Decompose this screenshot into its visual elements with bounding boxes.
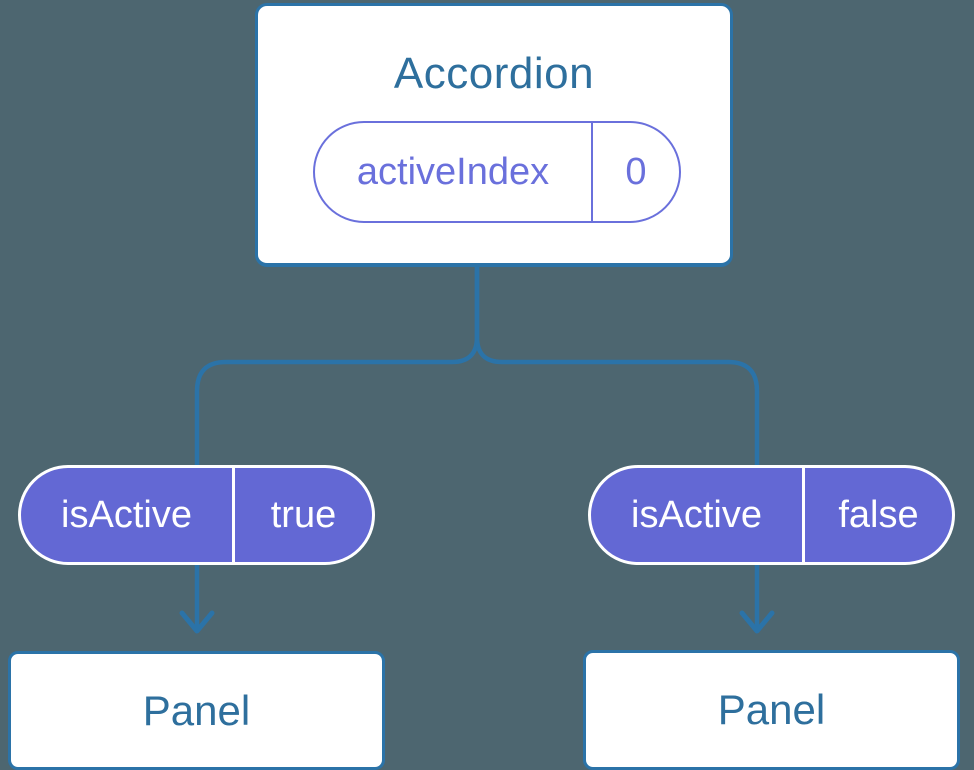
accordion-node: Accordion activeIndex 0 — [255, 3, 733, 267]
panel-label: Panel — [717, 686, 826, 733]
prop-pill-name: isActive — [591, 468, 805, 562]
prop-pill-isactive-true: isActive true — [18, 465, 375, 565]
accordion-node-title: Accordion — [393, 49, 595, 98]
panel-label: Panel — [142, 686, 251, 734]
prop-pill-name: isActive — [21, 468, 235, 562]
arrow-down-left-icon — [179, 610, 215, 634]
panel-node-left: Panel — [8, 651, 385, 770]
prop-pill-value: false — [838, 493, 919, 536]
prop-pill-value: true — [270, 493, 337, 536]
arrow-down-right-icon — [739, 610, 775, 634]
connector-left — [194, 265, 480, 628]
prop-pill-isactive-false: isActive false — [588, 465, 955, 565]
connector-right — [474, 265, 760, 628]
panel-node-right: Panel — [583, 650, 960, 770]
state-pill-name: activeIndex — [315, 123, 593, 221]
state-pill-activeindex: activeIndex 0 — [313, 121, 681, 223]
state-pill-value: 0 — [625, 150, 647, 193]
